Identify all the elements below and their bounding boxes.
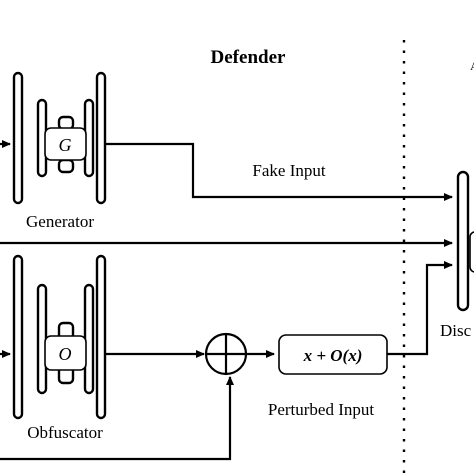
obfuscator-symbol: O <box>59 344 72 364</box>
generator-bar-outer-right <box>95 71 107 205</box>
obfuscator-block: O <box>12 254 107 420</box>
obfuscator-bar-inner-right <box>83 283 95 395</box>
section-title: Defender <box>211 47 286 68</box>
fake-input-connector <box>105 142 453 201</box>
discriminator-block <box>456 170 474 312</box>
obfuscator-bar-inner-left <box>36 283 48 395</box>
discriminator-core-edge <box>469 231 474 273</box>
original-input-to-adder-connector <box>0 376 234 461</box>
obfuscator-bar-outer-left <box>12 254 24 420</box>
generator-core-box <box>44 127 87 161</box>
discriminator-bar-outer <box>456 170 470 312</box>
generator-core-bottom <box>57 158 75 174</box>
generator-symbol: G <box>59 135 72 155</box>
obfuscator-core-box <box>44 335 87 371</box>
obfuscator-label: Obfuscator <box>27 423 103 442</box>
generator-label: Generator <box>26 212 94 231</box>
adder-icon <box>204 332 248 376</box>
fake-input-label: Fake Input <box>252 161 325 180</box>
generator-block: G <box>12 71 107 205</box>
obfuscator-bar-outer-right <box>95 254 107 420</box>
perturbed-input-label: Perturbed Input <box>268 400 375 419</box>
perturbed-to-discriminator-connector <box>387 261 453 356</box>
discriminator-label: Disc <box>440 321 472 340</box>
generator-bar-outer-left <box>12 71 24 205</box>
perturbed-input-formula: x + O(x) <box>303 346 363 365</box>
partial-label-top-right: A <box>470 59 474 73</box>
